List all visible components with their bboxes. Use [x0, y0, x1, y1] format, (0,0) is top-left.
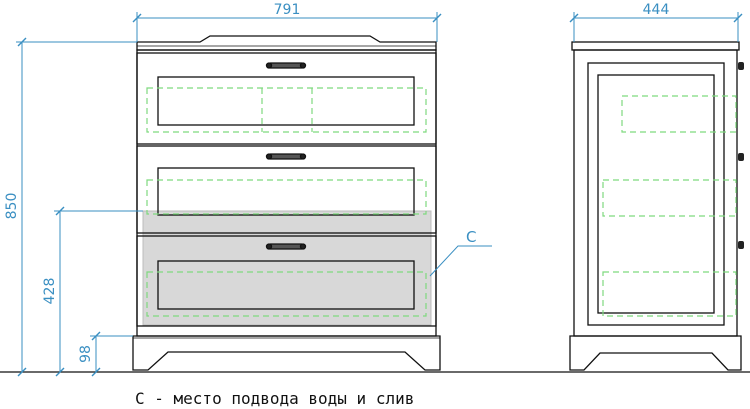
drawer-3-panel [157, 260, 415, 310]
height-total-label: 850 [4, 193, 20, 220]
side-view [569, 41, 744, 371]
width-dimension-label: 791 [274, 2, 301, 18]
side-panel-inner [597, 74, 715, 314]
utility-zone [142, 210, 432, 326]
drawer-1-front [136, 52, 437, 145]
drawer-1-panel [157, 76, 415, 126]
caption: C - место подвода воды и слив [135, 389, 414, 408]
height-utility-label: 428 [42, 278, 58, 305]
callout-leader [429, 245, 492, 277]
side-drawer-zones [602, 95, 737, 317]
dimension-ticks [17, 13, 743, 377]
height-plinth-label: 98 [78, 345, 94, 363]
side-top [571, 41, 740, 51]
dimension-lines [16, 12, 739, 372]
drawer-2-front [136, 145, 437, 234]
handle-3 [265, 243, 307, 250]
top-plate [136, 35, 437, 51]
drawer-2-panel [157, 167, 415, 216]
handle-2 [265, 153, 307, 160]
drawer-3-front [136, 235, 437, 327]
side-panel-frame [587, 62, 725, 326]
handle-1 [265, 62, 307, 69]
front-drawer-zones [146, 87, 427, 317]
side-plinth [569, 335, 742, 371]
callout-label: C [466, 228, 476, 246]
front-view [132, 35, 441, 371]
side-handles [738, 62, 744, 249]
depth-dimension-label: 444 [643, 2, 670, 18]
plinth [132, 335, 441, 371]
